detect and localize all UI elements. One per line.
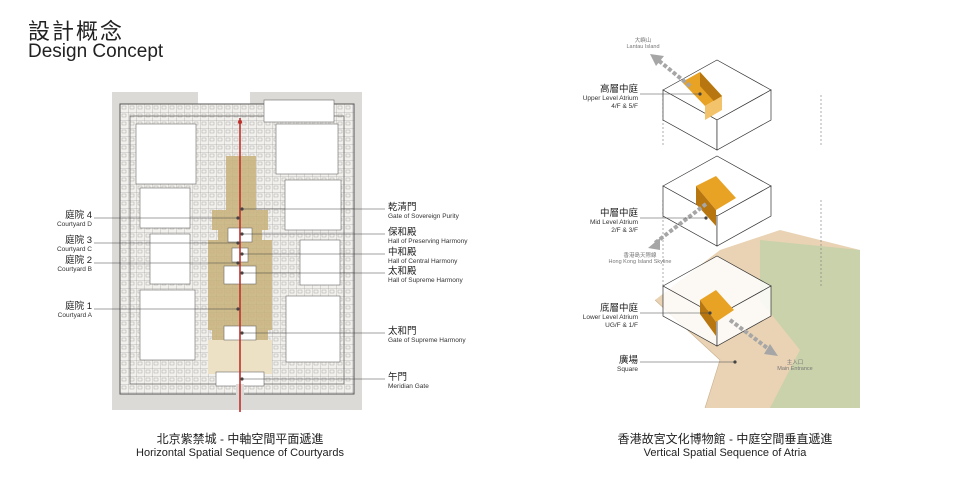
lower-atrium-label: 底層中庭 Lower Level Atrium UG/F & 1/F <box>548 303 638 330</box>
courtyard-c-label: 庭院 3 Courtyard C <box>32 235 92 254</box>
hall-supreme-harmony-label: 太和殿 Hall of Supreme Harmony <box>388 266 463 285</box>
skyline-view-label: 香港島天際線 Hong Kong Island Skyline <box>600 253 680 265</box>
entrance-view-label: 主入口 Main Entrance <box>770 360 820 372</box>
mid-atrium-en2: 2/F & 3/F <box>611 227 638 234</box>
museum-diagram <box>640 54 860 409</box>
hall-supreme-harmony-en: Hall of Supreme Harmony <box>388 277 463 284</box>
mid-atrium-zh: 中層中庭 <box>599 208 638 219</box>
hall-central-harmony-zh: 中和殿 <box>388 247 417 258</box>
courtyard-d-en: Courtyard D <box>56 221 92 228</box>
courtyard-a-en: Courtyard A <box>57 312 92 319</box>
courtyard-c-zh: 庭院 3 <box>65 235 92 246</box>
lower-atrium-en2: UG/F & 1/F <box>605 322 638 329</box>
courtyard-d-label: 庭院 4 Courtyard D <box>32 210 92 229</box>
square-label: 廣場 Square <box>548 355 638 374</box>
lantau-en: Lantau Island <box>626 44 660 50</box>
lower-atrium-zh: 底層中庭 <box>599 303 638 314</box>
courtyard-d-zh: 庭院 4 <box>65 210 92 221</box>
courtyard-a-zh: 庭院 1 <box>65 301 92 312</box>
gate-sovereign-purity-label: 乾清門 Gate of Sovereign Purity <box>388 202 459 221</box>
meridian-gate-zh: 午門 <box>388 372 408 383</box>
upper-atrium-en2: 4/F & 5/F <box>611 103 638 110</box>
lower-atrium-en1: Lower Level Atrium <box>582 314 638 321</box>
left-caption-en: Horizontal Spatial Sequence of Courtyard… <box>136 447 344 459</box>
mid-atrium-label: 中層中庭 Mid Level Atrium 2/F & 3/F <box>548 208 638 235</box>
hall-preserving-harmony-label: 保和殿 Hall of Preserving Harmony <box>388 227 467 246</box>
right-caption-zh: 香港故宮文化博物館 - 中庭空間垂直遞進 <box>617 432 833 446</box>
gate-sovereign-purity-en: Gate of Sovereign Purity <box>388 213 459 220</box>
forbidden-city-plan <box>94 92 385 412</box>
upper-atrium-en1: Upper Level Atrium <box>582 95 638 102</box>
entrance-en: Main Entrance <box>777 366 813 372</box>
mid-atrium-en1: Mid Level Atrium <box>589 219 638 226</box>
page-title-zh: 設計概念 <box>28 19 125 44</box>
entrance-zh: 主入口 <box>786 360 804 366</box>
page-title-en: Design Concept <box>28 41 164 62</box>
meridian-gate-label: 午門 Meridian Gate <box>388 372 429 391</box>
hall-supreme-harmony-zh: 太和殿 <box>388 266 417 277</box>
skyline-zh: 香港島天際線 <box>623 253 657 259</box>
hall-central-harmony-label: 中和殿 Hall of Central Harmony <box>388 247 457 266</box>
lantau-view-label: 大嶼山 Lantau Island <box>618 38 668 50</box>
skyline-en: Hong Kong Island Skyline <box>608 259 672 265</box>
hall-preserving-harmony-zh: 保和殿 <box>388 227 417 238</box>
left-caption-zh: 北京紫禁城 - 中軸空間平面遞進 <box>156 432 324 446</box>
square-en: Square <box>617 366 638 373</box>
gate-supreme-harmony-zh: 太和門 <box>388 326 417 337</box>
lantau-zh: 大嶼山 <box>634 38 652 44</box>
right-caption: 香港故宮文化博物館 - 中庭空間垂直遞進 Vertical Spatial Se… <box>595 432 855 460</box>
meridian-gate-en: Meridian Gate <box>388 383 429 390</box>
square-zh: 廣場 <box>618 355 638 366</box>
courtyard-c-en: Courtyard C <box>56 246 92 253</box>
courtyard-b-en: Courtyard B <box>57 266 92 273</box>
hall-preserving-harmony-en: Hall of Preserving Harmony <box>388 238 468 245</box>
gate-supreme-harmony-en: Gate of Supreme Harmony <box>388 337 466 344</box>
upper-atrium-zh: 高層中庭 <box>599 84 638 95</box>
gate-supreme-harmony-label: 太和門 Gate of Supreme Harmony <box>388 326 466 345</box>
courtyard-b-label: 庭院 2 Courtyard B <box>32 255 92 274</box>
gate-sovereign-purity-zh: 乾清門 <box>388 202 417 213</box>
right-caption-en: Vertical Spatial Sequence of Atria <box>643 447 807 459</box>
left-caption: 北京紫禁城 - 中軸空間平面遞進 Horizontal Spatial Sequ… <box>110 432 370 460</box>
courtyard-a-label: 庭院 1 Courtyard A <box>32 301 92 320</box>
hall-central-harmony-en: Hall of Central Harmony <box>388 258 458 265</box>
courtyard-b-zh: 庭院 2 <box>65 255 92 266</box>
upper-atrium-label: 高層中庭 Upper Level Atrium 4/F & 5/F <box>548 84 638 111</box>
